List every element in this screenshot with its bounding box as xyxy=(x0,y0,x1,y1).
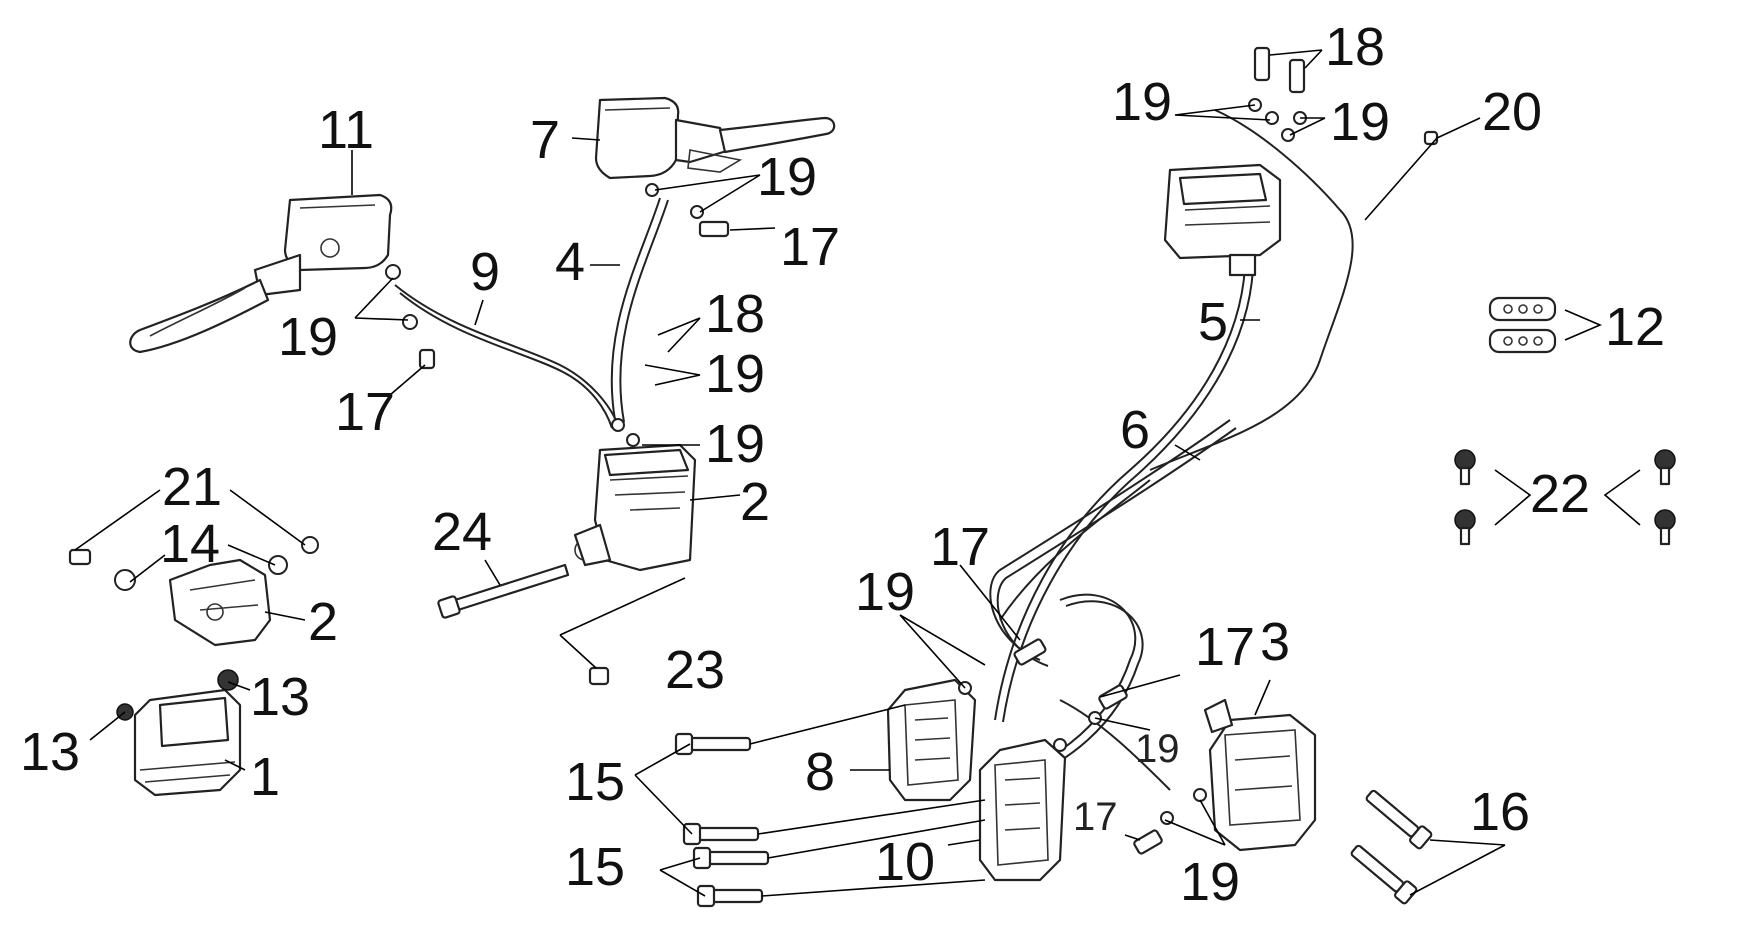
hose-6 xyxy=(989,419,1231,661)
hose-5 xyxy=(994,239,1247,721)
label-17-right: 17 xyxy=(1195,617,1255,677)
part-2-bracket xyxy=(68,536,319,647)
label-23: 23 xyxy=(665,640,725,700)
label-20: 20 xyxy=(1482,82,1542,142)
label-17-top: 17 xyxy=(780,217,840,277)
label-17-lower-right: 17 xyxy=(1073,795,1118,839)
label-22: 22 xyxy=(1530,464,1590,524)
label-11: 11 xyxy=(318,100,374,160)
label-19-right-upper-right: 19 xyxy=(1330,92,1390,152)
label-24: 24 xyxy=(432,502,492,562)
label-6: 6 xyxy=(1120,400,1150,460)
label-21: 21 xyxy=(162,457,222,517)
part-16-bolts xyxy=(1350,789,1433,905)
label-19-right: 19 xyxy=(1135,727,1180,771)
label-9: 9 xyxy=(470,242,500,302)
label-5: 5 xyxy=(1198,292,1228,352)
part-23-bolt xyxy=(588,666,610,686)
label-19-mid: 19 xyxy=(705,344,765,404)
label-19-left: 19 xyxy=(278,307,338,367)
label-19-caliper-8: 19 xyxy=(855,562,915,622)
label-18-right: 18 xyxy=(1325,17,1385,77)
part-2-abs-unit xyxy=(573,418,697,572)
part-1-module xyxy=(116,669,242,797)
part-24-bolt xyxy=(437,563,570,619)
part-15-bolts xyxy=(674,732,770,908)
label-13-right: 13 xyxy=(250,667,310,727)
label-1: 1 xyxy=(250,747,280,807)
label-10: 10 xyxy=(875,832,935,892)
label-17-mid-right: 17 xyxy=(930,517,990,577)
label-19-lower-right: 19 xyxy=(1180,852,1240,912)
label-18-mid: 18 xyxy=(705,284,765,344)
label-2-center: 2 xyxy=(740,472,770,532)
label-16: 16 xyxy=(1470,782,1530,842)
label-15-lower: 15 xyxy=(565,837,625,897)
part-8-caliper xyxy=(886,678,977,802)
leader-lines xyxy=(74,49,1641,897)
label-12: 12 xyxy=(1605,297,1665,357)
label-19-mid-lower: 19 xyxy=(705,414,765,474)
part-3-rear-caliper xyxy=(1193,698,1317,852)
part-10-caliper xyxy=(978,738,1067,882)
label-17-left: 17 xyxy=(335,382,395,442)
label-15-upper: 15 xyxy=(565,752,625,812)
label-19-top: 19 xyxy=(757,147,817,207)
part-12-brake-pads xyxy=(1488,296,1557,354)
part-7-master-cylinder xyxy=(594,96,836,238)
hose-4 xyxy=(610,197,661,421)
label-4: 4 xyxy=(555,232,585,292)
label-3: 3 xyxy=(1260,612,1290,672)
callout-labels: 11 19 17 9 7 19 17 4 18 19 19 2 24 23 21… xyxy=(20,17,1665,912)
label-14: 14 xyxy=(160,514,220,574)
hose-9 xyxy=(394,284,619,426)
abs-modulator-upper-right xyxy=(1163,46,1439,277)
part-11-master-cylinder xyxy=(129,193,436,370)
label-19-right-upper-left: 19 xyxy=(1112,72,1172,132)
part-22-screws xyxy=(1454,449,1676,546)
label-2-left: 2 xyxy=(308,592,338,652)
label-7: 7 xyxy=(530,110,560,170)
label-13-left: 13 xyxy=(20,722,80,782)
label-8: 8 xyxy=(805,742,835,802)
